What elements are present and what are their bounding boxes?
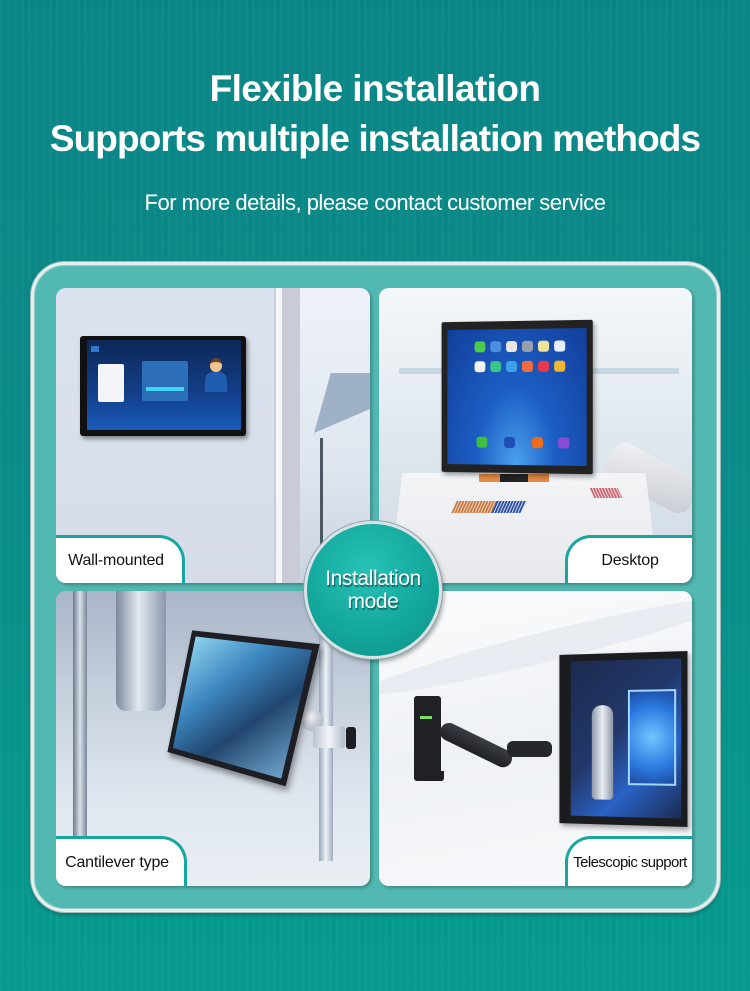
app-icon (554, 340, 566, 352)
telescopic-arm-joint (507, 741, 552, 757)
app-icon (490, 361, 502, 373)
settings-app-icon (558, 437, 570, 449)
monitor-stand (479, 474, 549, 482)
page-subtitle: For more details, please contact custome… (144, 190, 606, 215)
pipe-image (73, 591, 87, 841)
app-icon (490, 341, 502, 353)
console-keys-red (589, 488, 623, 498)
login-button-graphic (146, 387, 184, 391)
card-wall-mounted: Wall-mounted (56, 288, 370, 583)
app-icon (521, 340, 533, 352)
card-cantilever-type: Cantilever type (56, 591, 370, 886)
console-keys-blue (491, 501, 527, 513)
app-icon (537, 360, 550, 372)
screen-logo-icon (91, 346, 99, 352)
clamp-knob (346, 727, 356, 749)
card-desktop: Desktop (379, 288, 692, 583)
duct-image (116, 591, 166, 711)
installation-mode-badge: Installation mode (304, 521, 442, 659)
label-cantilever-type: Cantilever type (56, 836, 187, 886)
door-frame (274, 288, 282, 583)
telescopic-monitor-image (559, 651, 688, 827)
badge-line1: Installation (325, 567, 421, 590)
label-telescopic-support: Telescopic support (565, 836, 692, 886)
monitor-screen (570, 658, 682, 819)
label-wall-mounted: Wall-mounted (56, 535, 185, 583)
wall-mounted-monitor-image (80, 336, 246, 436)
face-recognition-icon (205, 358, 227, 392)
app-icon (537, 340, 550, 352)
card-telescopic-support: Telescopic support (379, 591, 692, 886)
phone-app-icon (476, 436, 488, 448)
door-frame-shadow (282, 288, 300, 583)
page-title-line2: Supports multiple installation methods (49, 118, 701, 159)
app-icon (474, 361, 486, 373)
wall-plate-handle (419, 771, 444, 781)
app-icon (506, 340, 517, 353)
monitor-screen (447, 327, 587, 467)
page-title-line1: Flexible installation (209, 68, 541, 109)
app-icon (554, 360, 566, 372)
office-pole (320, 438, 323, 578)
robot-figure (591, 705, 614, 800)
mount-pole (319, 636, 333, 861)
hologram-panel (627, 689, 677, 786)
indicator-light (420, 716, 432, 719)
desktop-monitor-image (441, 319, 593, 475)
monitor-screen (172, 636, 312, 779)
browser-app-icon (531, 437, 544, 449)
app-icon (521, 360, 533, 372)
keypad-graphic (98, 364, 124, 402)
app-icon (474, 341, 486, 353)
wall-plate (414, 696, 441, 781)
badge-line2: mode (347, 590, 399, 613)
login-panel-graphic (142, 361, 188, 401)
app-icon (506, 360, 517, 373)
label-desktop: Desktop (565, 535, 692, 583)
monitor-screen (87, 340, 241, 430)
pivot-joint (301, 709, 323, 731)
pole-clamp (313, 726, 345, 748)
contacts-app-icon (504, 436, 516, 448)
